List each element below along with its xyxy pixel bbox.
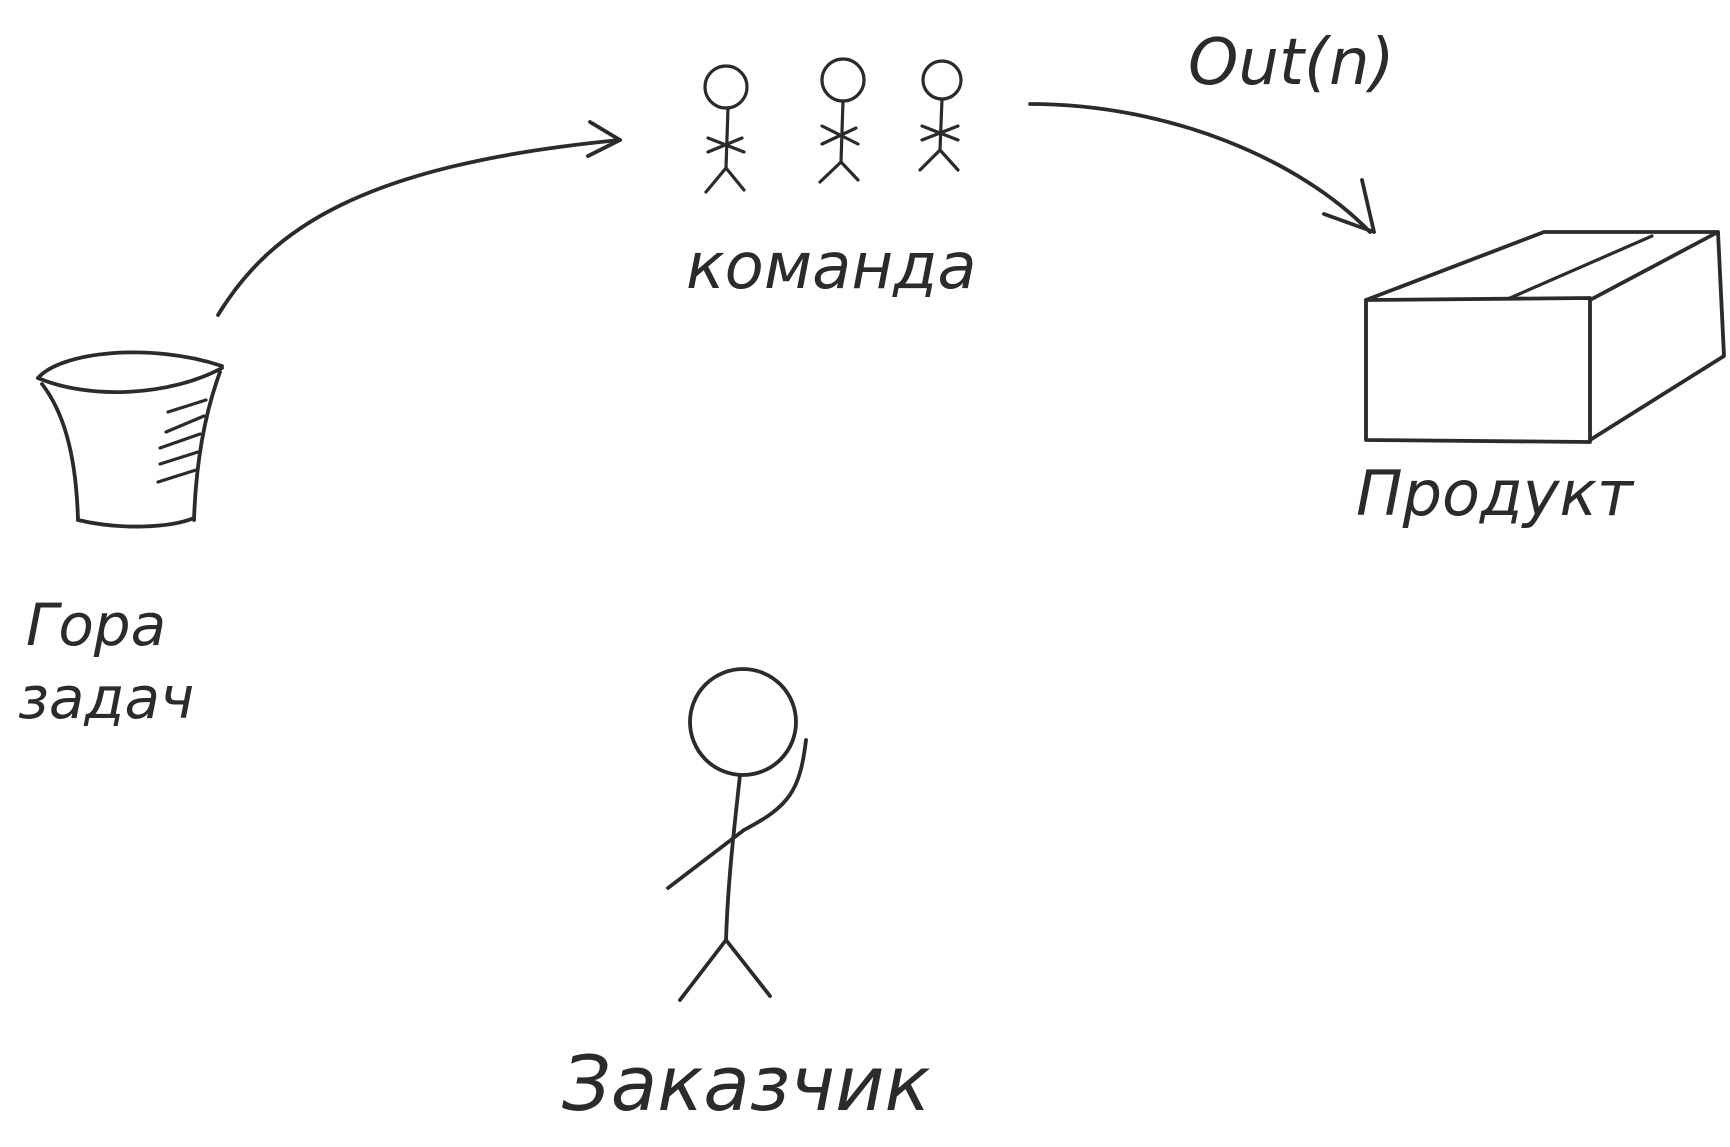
backlog-label-line1: Гора — [26, 591, 166, 659]
edge-label-output: Out(n) — [1188, 26, 1395, 100]
team-label: команда — [686, 230, 977, 304]
arrow-backlog-to-team — [216, 120, 622, 317]
stick-figure-icon — [666, 667, 808, 1002]
product-label: Продукт — [1356, 457, 1635, 530]
bucket-icon — [36, 350, 224, 529]
person-icon — [918, 59, 963, 172]
box-icon — [1364, 230, 1726, 444]
person-icon — [818, 57, 866, 184]
customer-label: Заказчик — [562, 1039, 930, 1128]
person-icon — [703, 64, 749, 194]
backlog-label-line2: задач — [18, 664, 194, 732]
three-people-icon — [703, 57, 963, 194]
arrow-team-to-product — [1028, 102, 1376, 234]
